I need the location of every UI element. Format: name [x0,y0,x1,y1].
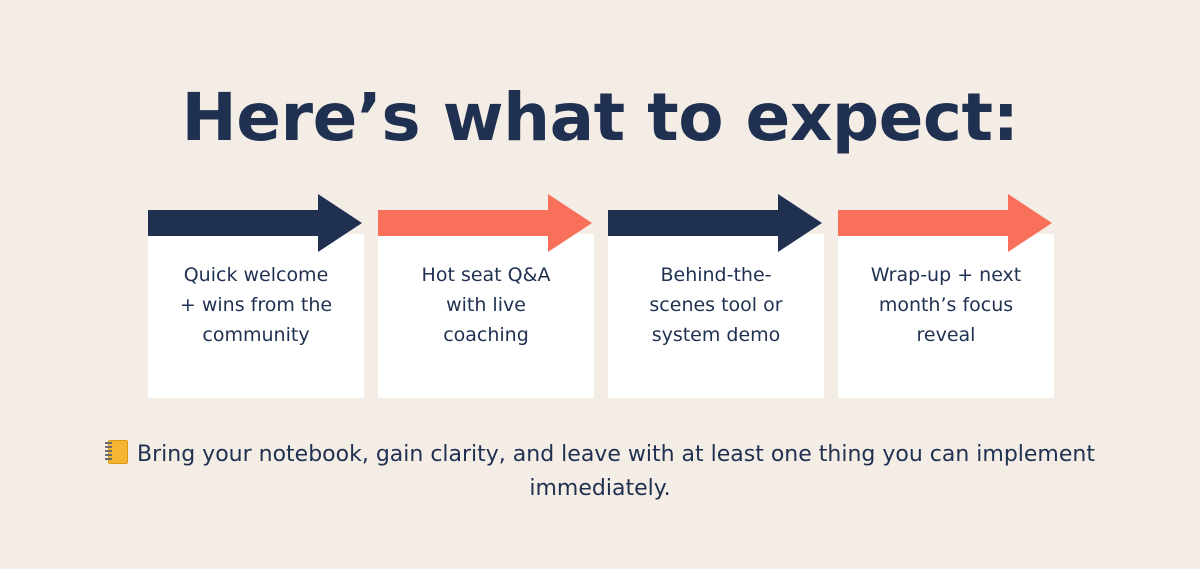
note-text-1: Bring your notebook, gain clarity, and l… [137,442,1095,467]
arrow-right-icon [838,194,1052,252]
step-line: Behind-the- [660,264,772,286]
arrow-right-icon [608,194,822,252]
step-card [838,234,1054,398]
step-line: Hot seat Q&A [421,264,551,286]
page-title: Here’s what to expect: [181,79,1019,156]
step-line: system demo [651,324,781,346]
step-line: + wins from the [179,294,333,316]
step-text: Quick welcome + wins from the community [148,260,364,350]
step-line: reveal [916,324,976,346]
agenda-step-welcome: Quick welcome + wins from the community [146,194,364,400]
agenda-step-demo: Behind-the- scenes tool or system demo [606,194,824,400]
note-text-2: immediately. [529,476,671,501]
arrow-right-icon [378,194,592,252]
step-text: Behind-the- scenes tool or system demo [608,260,824,350]
note-line-1: Bring your notebook, gain clarity, and l… [40,438,1160,472]
step-line: coaching [443,324,529,346]
step-text: Wrap-up + next month’s focus reveal [838,260,1054,350]
step-line: month’s focus [878,294,1014,316]
step-line: Quick welcome [183,264,329,286]
agenda-step-wrap-up: Wrap-up + next month’s focus reveal [836,194,1054,400]
arrow-right-icon [148,194,362,252]
step-line: community [202,324,310,346]
closing-note: Bring your notebook, gain clarity, and l… [40,438,1160,506]
step-text: Hot seat Q&A with live coaching [378,260,594,350]
notebook-icon [105,439,129,465]
step-card [608,234,824,398]
agenda-step-hot-seat: Hot seat Q&A with live coaching [376,194,594,400]
step-line: Wrap-up + next [870,264,1022,286]
step-card [378,234,594,398]
step-line: with live [446,294,526,316]
agenda-steps: Quick welcome + wins from the community … [146,194,1056,400]
step-line: scenes tool or [649,294,783,316]
step-card [148,234,364,398]
